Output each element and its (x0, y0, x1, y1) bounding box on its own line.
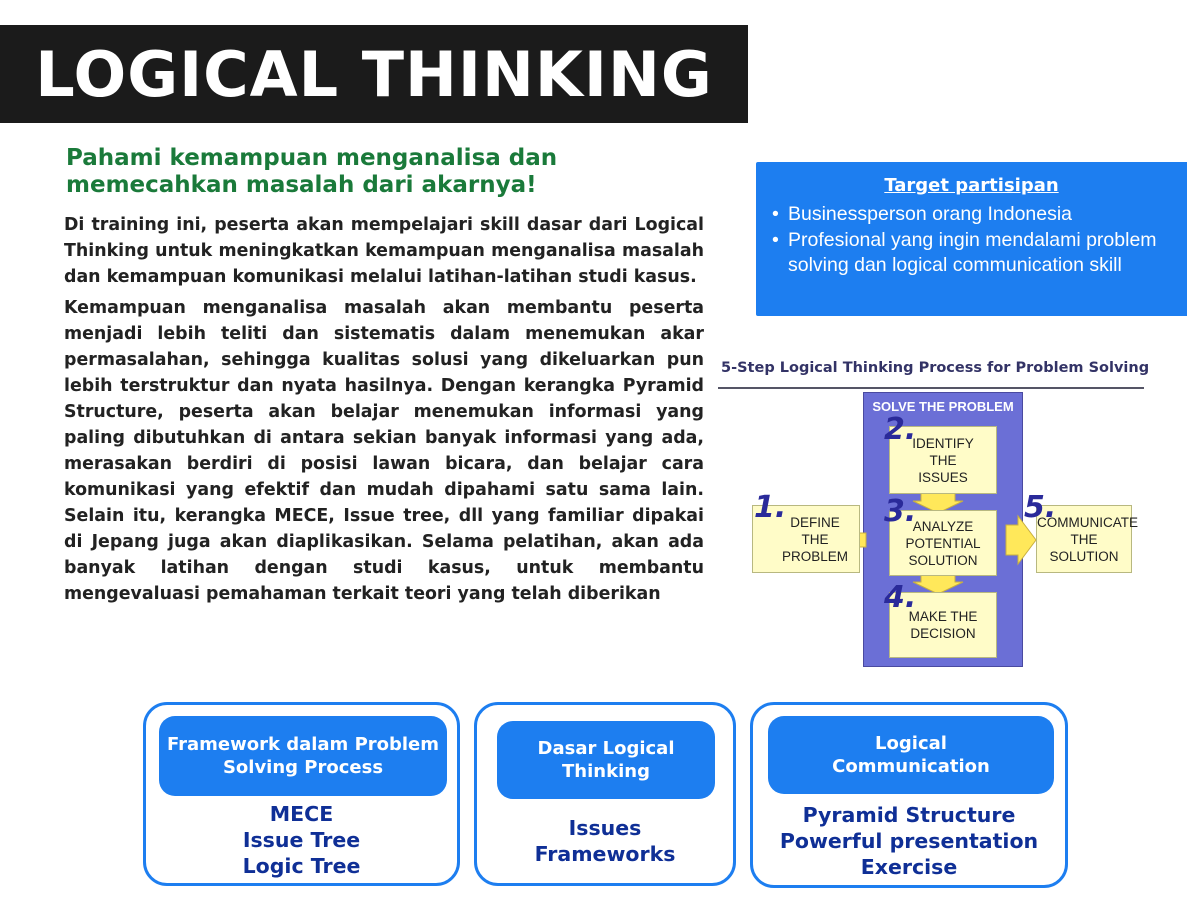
card-item: Issues (568, 816, 642, 840)
card-communication-items: Pyramid Structure Powerful presentation … (753, 802, 1065, 880)
card-framework-items: MECE Issue Tree Logic Tree (146, 801, 457, 879)
arrow-right-5 (1005, 514, 1037, 566)
diagram-divider (718, 387, 1144, 389)
step-number-1: 1. (754, 490, 787, 525)
description-paragraph-2: Kemampuan menganalisa masalah akan memba… (64, 298, 704, 604)
step-number-3: 3. (884, 494, 917, 529)
subtitle-line-1: Pahami kemampuan menganalisa dan (66, 145, 558, 171)
step-communicate-box: COMMUNICATE THE SOLUTION (1036, 505, 1138, 573)
card-item: Pyramid Structure (802, 803, 1016, 827)
card-item: Logic Tree (242, 854, 361, 878)
target-list: • Businessperson orang Indonesia • Profe… (772, 202, 1168, 279)
target-participants-box: Target partisipan • Businessperson orang… (756, 162, 1187, 316)
description: Di training ini, peserta akan mempelajar… (64, 212, 704, 612)
target-title: Target partisipan (884, 175, 1059, 196)
step-number-5: 5. (1024, 490, 1057, 525)
subtitle-line-2: memecahkan masalah dari akarnya! (66, 172, 537, 198)
target-item-label: Businessperson orang Indonesia (788, 203, 1073, 225)
process-diagram: 5-Step Logical Thinking Process for Prob… (718, 350, 1187, 680)
bullet-icon: • (772, 228, 779, 251)
card-communication: Logical Communication Pyramid Structure … (750, 702, 1068, 888)
target-item: • Businessperson orang Indonesia (772, 202, 1168, 228)
card-communication-header: Logical Communication (768, 716, 1054, 794)
card-dasar-header: Dasar Logical Thinking (497, 721, 715, 799)
diagram-title: 5-Step Logical Thinking Process for Prob… (721, 360, 1150, 376)
card-item: Exercise (860, 855, 958, 879)
step-define-box: DEFINE THE PROBLEM (752, 505, 860, 573)
step-decide-box: MAKE THE DECISION (889, 592, 997, 658)
title-banner: LOGICAL THINKING (0, 25, 748, 123)
step-analyze-box: ANALYZE POTENTIAL SOLUTION (889, 510, 997, 576)
bullet-icon: • (772, 203, 779, 225)
step-define-label: DEFINE THE PROBLEM (781, 514, 849, 564)
target-item-label: Profesional yang ingin mendalami problem… (788, 228, 1157, 277)
card-item: MECE (269, 802, 334, 826)
step-number-2: 2. (884, 412, 917, 447)
card-framework: Framework dalam Problem Solving Process … (143, 702, 460, 886)
page-title: LOGICAL THINKING (35, 37, 713, 111)
step-identify-label: IDENTIFY THE ISSUES (912, 435, 974, 485)
step-identify-box: IDENTIFY THE ISSUES (889, 426, 997, 494)
card-dasar: Dasar Logical Thinking Issues Frameworks (474, 702, 736, 886)
card-item: Powerful presentation (779, 829, 1039, 853)
step-number-4: 4. (884, 580, 917, 615)
description-paragraph-1: Di training ini, peserta akan mempelajar… (64, 215, 704, 287)
target-item: • Profesional yang ingin mendalami probl… (772, 228, 1168, 279)
subtitle: Pahami kemampuan menganalisa dan memecah… (66, 145, 706, 199)
card-dasar-items: Issues Frameworks (477, 815, 733, 867)
card-item: Frameworks (534, 842, 676, 866)
step-decide-label: MAKE THE DECISION (908, 609, 978, 641)
step-analyze-label: ANALYZE POTENTIAL SOLUTION (905, 518, 981, 568)
card-item: Issue Tree (242, 828, 361, 852)
card-framework-header: Framework dalam Problem Solving Process (159, 716, 447, 796)
step-communicate-label: COMMUNICATE THE SOLUTION (1037, 514, 1138, 564)
solve-problem-label: SOLVE THE PROBLEM (872, 399, 1014, 414)
arrow-down-3 (912, 572, 964, 595)
